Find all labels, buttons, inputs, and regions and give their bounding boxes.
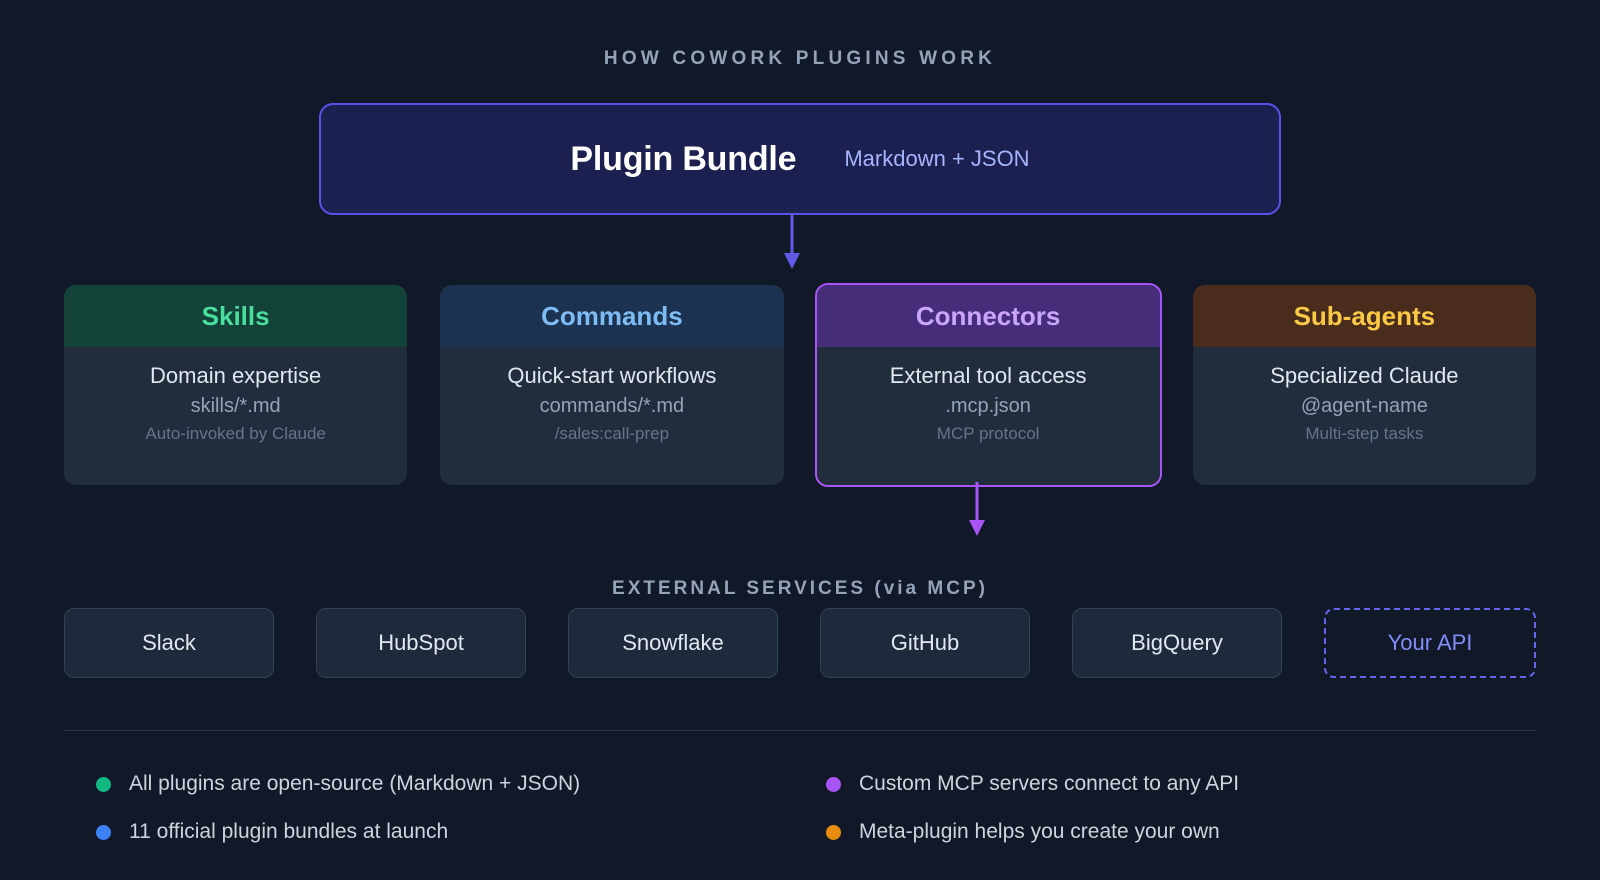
section-divider (64, 730, 1536, 731)
service-chip-label: BigQuery (1131, 630, 1223, 655)
legend-dot-icon (96, 824, 111, 840)
card-title: Skills (201, 300, 270, 331)
service-chip-your-api[interactable]: Your API (1324, 608, 1536, 678)
legend-label: All plugins are open-source (Markdown + … (129, 772, 581, 795)
service-chip-slack[interactable]: Slack (64, 608, 274, 678)
legend-item: Custom MCP servers connect to any API (826, 772, 1536, 796)
card-description: External tool access (889, 363, 1087, 388)
external-service-chips: Slack HubSpot Snowflake GitHub BigQuery Your … (64, 608, 1536, 678)
legend-label: Meta-plugin helps you create your own (859, 820, 1220, 843)
card-header: Commands (440, 285, 784, 347)
card-description: Specialized Claude (1270, 363, 1459, 388)
legend-dot-icon (826, 776, 841, 792)
card-body: Quick-start workflows commands/*.md/sales… (440, 347, 784, 485)
plugin-bundle-title: Plugin Bundle (570, 139, 797, 178)
card-note: MCP protocol (936, 424, 1040, 443)
card-note: Auto-invoked by Claude (145, 424, 326, 443)
card-path: @agent-name (1300, 395, 1428, 417)
legend-dot-icon (96, 776, 111, 792)
service-chip-github[interactable]: GitHub (820, 608, 1030, 678)
card-note: Multi-step tasks (1305, 424, 1424, 443)
legend-item: All plugins are open-source (Markdown + … (96, 772, 826, 796)
external-services-title: EXTERNAL SERVICES (via MCP) (612, 578, 988, 599)
legend-label: 11 official plugin bundles at launch (129, 820, 449, 843)
service-chip-snowflake[interactable]: Snowflake (568, 608, 778, 678)
service-chip-label: Snowflake (622, 630, 724, 655)
card-path: skills/*.md (190, 395, 281, 417)
card-title: Commands (541, 300, 683, 331)
legend-item: Meta-plugin helps you create your own (826, 820, 1536, 844)
service-chip-label: Slack (142, 630, 196, 655)
service-chip-bigquery[interactable]: BigQuery (1072, 608, 1282, 678)
service-chip-label: HubSpot (378, 630, 464, 655)
card-header: Skills (64, 285, 408, 347)
card-header: Connectors (816, 285, 1160, 347)
arrow-connectors-to-services (969, 482, 985, 536)
card-note: /sales:call-prep (554, 424, 670, 443)
card-title: Connectors (915, 300, 1061, 331)
service-chip-label: Your API (1387, 630, 1473, 655)
legend-label: Custom MCP servers connect to any API (859, 772, 1240, 795)
card-path: commands/*.md (539, 395, 685, 417)
service-chip-label: GitHub (890, 630, 960, 655)
arrow-bundle-to-cards (784, 215, 800, 269)
page-title: HOW COWORK PLUGINS WORK (603, 48, 997, 69)
legend-list: All plugins are open-source (Markdown + … (96, 760, 1536, 856)
plugin-bundle-box: Plugin Bundle Markdown + JSON (319, 103, 1281, 215)
card-header: Sub-agents (1192, 285, 1536, 347)
card-description: Domain expertise (150, 363, 322, 388)
card-title: Sub-agents (1293, 300, 1436, 331)
legend-dot-icon (826, 824, 841, 840)
legend-item: 11 official plugin bundles at launch (96, 820, 826, 844)
plugin-bundle-format-label: Markdown + JSON (844, 146, 1030, 171)
card-path: .mcp.json (945, 395, 1031, 417)
card-description: Quick-start workflows (507, 363, 717, 388)
service-chip-hubspot[interactable]: HubSpot (316, 608, 526, 678)
